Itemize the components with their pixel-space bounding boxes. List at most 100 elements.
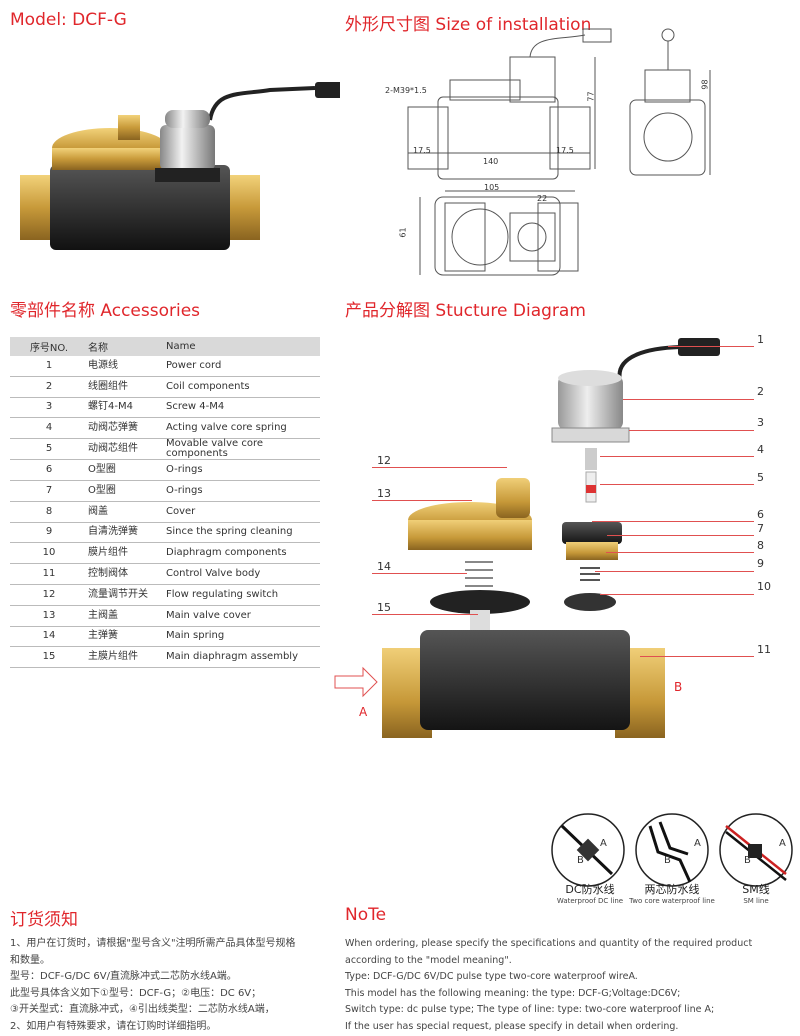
row-no: 1 [10, 356, 88, 377]
order-line: 1、用户在订货时，请根据"型号含义"注明所需产品具体型号规格 [10, 938, 296, 949]
note-line: Type: DCF-G/DC 6V/DC pulse type two-core… [345, 971, 638, 982]
note-line: Switch type: dc pulse type; The type of … [345, 1004, 715, 1015]
wire-caption-dc: DC防水线 Waterproof DC line [548, 881, 632, 905]
row-name-cn: 阀盖 [88, 501, 166, 523]
row-no: 13 [10, 605, 88, 627]
dim-17-5-right: 17.5 [556, 146, 574, 155]
row-name-cn: 螺钉4-M4 [88, 397, 166, 419]
row-name-cn: 线圈组件 [88, 376, 166, 398]
valve-product-image [20, 82, 340, 250]
wire-caption-two-core: 两芯防水线 Two core waterproof line [622, 881, 722, 905]
row-name-cn: 动阀芯组件 [88, 438, 166, 461]
row-name-en: Power cord [166, 356, 320, 377]
callout-line-14 [372, 573, 467, 574]
callout-line-10 [600, 594, 754, 595]
callout-6: 6 [757, 508, 764, 521]
callout-line-13 [372, 500, 472, 501]
wire-caption-dc-cn: DC防水线 [565, 883, 615, 896]
row-no: 3 [10, 397, 88, 419]
wire-2-a: A [694, 838, 701, 849]
wire-caption-two-core-cn: 两芯防水线 [644, 883, 700, 896]
callout-5: 5 [757, 471, 764, 484]
dim-77: 77 [586, 91, 596, 102]
row-name-en: Movable valve core components [166, 438, 320, 461]
installation-drawing [407, 28, 711, 276]
callout-line-8 [606, 552, 754, 553]
wire-caption-sm: SM线 SM line [718, 881, 794, 905]
order-line: 此型号具体含义如下①型号：DCF-G；②电压：DC 6V； [10, 987, 262, 999]
row-name-cn: 主阀盖 [88, 605, 166, 627]
col-name-cn: 名称 [88, 337, 166, 356]
row-name-cn: 膜片组件 [88, 542, 166, 565]
row-name-cn: O型圈 [88, 459, 166, 481]
callout-line-5 [600, 484, 754, 485]
wire-3-a: A [779, 838, 786, 849]
callout-3: 3 [757, 416, 764, 429]
size-title: 外形尺寸图 Size of installation [345, 15, 592, 35]
dim-98: 98 [700, 79, 710, 90]
col-no: 序号NO. [10, 337, 88, 356]
callout-line-9 [595, 571, 754, 572]
row-name-en: Flow regulating switch [166, 584, 320, 606]
dim-140: 140 [483, 157, 499, 166]
wire-caption-sm-cn: SM线 [742, 883, 770, 896]
callout-13: 13 [377, 487, 391, 500]
callout-12: 12 [377, 454, 391, 467]
row-no: 8 [10, 501, 88, 523]
order-line: 和数量。 [10, 954, 50, 966]
order-line: ③开关型式：直流脉冲式，④引出线类型：二芯防水线A端， [10, 1004, 275, 1015]
dim-thread: 2-M39*1.5 [385, 86, 427, 95]
callout-line-6 [592, 521, 754, 522]
callout-4: 4 [757, 443, 764, 456]
callout-7: 7 [757, 522, 764, 535]
wire-1-b: B [577, 855, 584, 866]
row-no: 7 [10, 480, 88, 502]
row-name-en: Acting valve core spring [166, 417, 320, 440]
row-name-cn: 电源线 [88, 356, 166, 377]
wire-caption-dc-en: Waterproof DC line [556, 897, 624, 905]
row-no: 12 [10, 584, 88, 606]
callout-2: 2 [757, 385, 764, 398]
row-name-cn: 主弹簧 [88, 626, 166, 648]
port-b-label: B [674, 680, 683, 694]
wire-1-a: A [600, 838, 607, 849]
dim-61: 61 [398, 227, 408, 238]
row-name-en: Coil components [166, 376, 320, 398]
callout-line-3 [629, 430, 754, 431]
order-line: 型号：DCF-G/DC 6V/直流脉冲式二芯防水线A端。 [10, 971, 237, 982]
row-no: 6 [10, 459, 88, 481]
callout-line-12 [372, 467, 507, 468]
row-name-cn: 动阀芯弹簧 [88, 417, 166, 440]
row-name-en: Screw 4-M4 [166, 397, 320, 419]
wire-caption-two-core-en: Two core waterproof line [629, 897, 715, 905]
callout-line-2 [623, 399, 754, 400]
row-no: 4 [10, 417, 88, 440]
wire-2-b: B [664, 855, 671, 866]
callout-11: 11 [757, 643, 771, 656]
callout-line-15 [372, 614, 478, 615]
row-name-en: Diaphragm components [166, 542, 320, 565]
callout-14: 14 [377, 560, 391, 573]
col-name-en: Name [166, 337, 320, 356]
callout-line-7 [607, 535, 754, 536]
note-line: If the user has special request, please … [345, 1020, 679, 1032]
row-name-cn: 自清洗弹簧 [88, 522, 166, 544]
note-line: This model has the following meaning: th… [345, 987, 681, 999]
callout-line-1 [668, 346, 754, 347]
order-line: 2、如用户有特殊要求，请在订购时详细指明。 [10, 1020, 217, 1032]
callout-10: 10 [757, 580, 771, 593]
note-line: When ordering, please specify the specif… [345, 938, 753, 949]
port-a-label: A [359, 705, 368, 719]
